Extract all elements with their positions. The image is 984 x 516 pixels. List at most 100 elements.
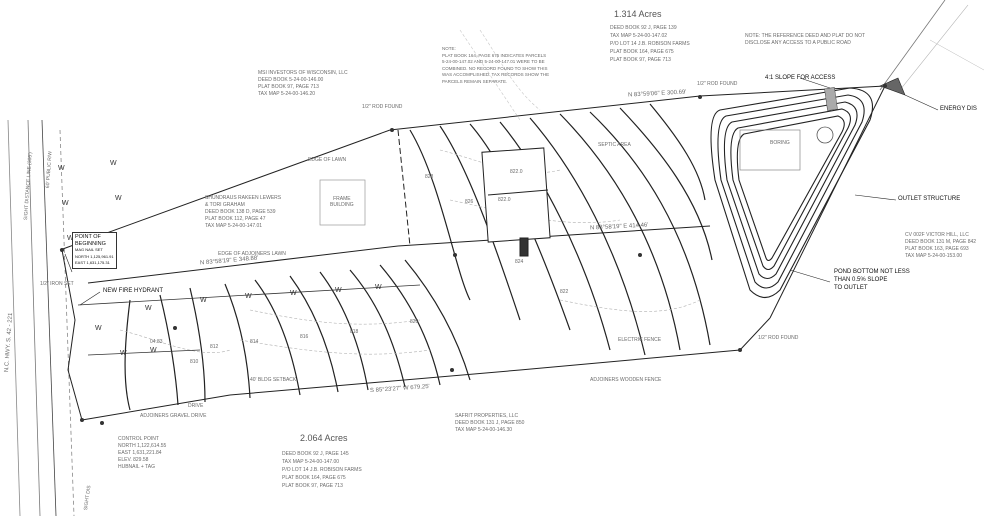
note-line: NOTE: THE REFERENCE DEED AND PLAT DO NOT <box>745 33 866 39</box>
note-line: DISCLOSE ANY ACCESS TO A PUBLIC ROAD <box>745 40 851 46</box>
owner-line: DEED BOOK 131 J, PAGE 850 <box>455 420 525 426</box>
pob-line: EAST 1,631,175.31 <box>75 260 110 265</box>
owner-line: SAFRIT PROPERTIES, LLC <box>455 413 519 419</box>
house-ff-upper: 822.0 <box>510 169 523 175</box>
rod-found-1: 1/2" ROD FOUND <box>362 104 403 110</box>
frame-building-label: FRAME BUILDING <box>330 196 354 208</box>
svg-text:W: W <box>115 195 122 202</box>
proposed-building <box>481 147 551 257</box>
safrit-owner-block: SAFRIT PROPERTIES, LLC DEED BOOK 131 J, … <box>455 413 524 434</box>
water-line <box>77 284 421 356</box>
south-deed-line: PLAT BOOK 164, PAGE 675 <box>282 475 346 481</box>
grade-label: 822 <box>560 289 569 295</box>
septic-area-label: SEPTIC AREA <box>598 142 631 148</box>
svg-text:W: W <box>200 297 207 304</box>
svg-text:W: W <box>67 235 74 242</box>
detention-pond <box>710 87 874 299</box>
north-deed-line: P/O LOT 14 J.B. ROBISON FARMS <box>610 41 690 47</box>
grade-label: 826 <box>465 199 474 205</box>
north-deed-line: PLAT BOOK 97, PAGE 713 <box>610 57 671 63</box>
drive-label: DRIVE <box>188 403 204 409</box>
control-line: HUBNAIL + TAG <box>118 464 156 470</box>
grade-label: 810 <box>190 359 199 365</box>
fire-hydrant-callout: NEW FIRE HYDRANT <box>103 288 163 294</box>
north-deed-block: DEED BOOK 92 J, PAGE 139 TAX MAP 5-24-00… <box>610 24 690 64</box>
house-ff-lower: 822.0 <box>498 197 511 203</box>
point-of-beginning-box: POINT OF BEGINNING MAG NAIL SET NORTH 1,… <box>72 232 117 269</box>
rod-found-se: 1/2" ROD FOUND <box>758 335 799 341</box>
victor-hill-owner-block: CV 002F VICTOR HILL, LLC DEED BOOK 131 M… <box>905 232 976 260</box>
adj-fence-label: ADJOINERS WOODEN FENCE <box>590 377 662 383</box>
south-acreage: 2.064 Acres <box>300 433 348 443</box>
property-boundary <box>59 85 886 421</box>
shunderaus-owner-block: SHUNDRAUS RAKEEN LEWERS & TORI GRAHAM DE… <box>205 195 281 230</box>
adj-gravel-label: ADJOINERS GRAVEL DRIVE <box>140 413 207 419</box>
owner-line: DEED BOOK 5-24-00-146.00 <box>258 77 324 83</box>
survey-points <box>60 84 887 425</box>
boring-label: BORING <box>770 140 790 146</box>
owner-line: TAX MAP 5-24-00-146.30 <box>455 427 513 433</box>
note-line: COMBINED. NO RECORD FOUND TO SHOW THIS <box>442 65 548 71</box>
slope-access-callout: 4:1 SLOPE FOR ACCESS <box>765 75 836 81</box>
svg-text:W: W <box>58 165 65 172</box>
owner-line: TAX MAP 5-24-00-147.01 <box>205 223 263 229</box>
pond-bottom <box>739 129 801 171</box>
note-line: WAS ACCOMPLISHED. TAX RECORDS SHOW THE <box>442 72 550 77</box>
frame-line: FRAME <box>333 196 351 202</box>
rod-found-2: 1/2" ROD FOUND <box>697 81 738 87</box>
energy-dissipator <box>879 77 906 96</box>
south-deed-line: TAX MAP 5-24-00-147.00 <box>282 459 340 465</box>
msi-owner-block: MSI INVESTORS OF WISCONSIN, LLC DEED BOO… <box>258 70 348 98</box>
sight-distance-line <box>879 0 946 91</box>
highway-lines <box>7 119 75 516</box>
grade-label: 824 <box>515 259 524 265</box>
callout-line: POND BOTTOM NOT LESS <box>834 269 910 275</box>
pob-line: POINT OF <box>75 234 101 240</box>
pob-line: NORTH 1,125,961.91 <box>75 253 114 259</box>
owner-line: PLAT BOOK 112, PAGE 47 <box>205 216 266 222</box>
owner-line: & TORI GRAHAM <box>205 202 245 208</box>
grade-label: 816 <box>300 334 309 340</box>
note-line: 5-24-00-147.02 AND 5-24-00-147.01 WERE T… <box>442 59 545 64</box>
svg-text:W: W <box>62 200 69 207</box>
pond-bottom-callout: POND BOTTOM NOT LESS THAN 0.5% SLOPE TO … <box>834 268 910 292</box>
control-line: NORTH 1,122,614.55 <box>118 443 167 449</box>
south-deed-line: P/O LOT 14 J.B. ROBISON FARMS <box>282 467 362 473</box>
owner-line: MSI INVESTORS OF WISCONSIN, LLC <box>258 70 348 76</box>
note-line: PLAT BOOK 164, PAGE 675 INDICATES PARCEL… <box>442 52 547 58</box>
svg-text:W: W <box>245 293 252 300</box>
control-line: EAST 1,631,221.84 <box>118 450 162 456</box>
north-deed-line: PLAT BOOK 164, PAGE 675 <box>610 49 674 55</box>
electric-fence-label: ELECTRIC FENCE <box>618 337 662 343</box>
svg-text:W: W <box>375 284 382 291</box>
control-line: ELEV. 829.58 <box>118 457 149 463</box>
pob-line: MAG NAIL SET <box>75 247 103 252</box>
callout-line: THAN 0.5% SLOPE <box>834 277 888 283</box>
note-line: NOTE: <box>442 46 456 51</box>
existing-contours <box>119 29 701 355</box>
owner-line: TAX MAP 5-24-00-146.20 <box>258 91 316 97</box>
energy-dissipator-callout: ENERGY DIS <box>940 106 977 112</box>
grade-label: 828 <box>425 174 434 180</box>
outlet-structure <box>816 126 834 144</box>
pob-line: BEGINNING <box>75 240 106 247</box>
grade-label: 818 <box>350 329 359 335</box>
south-deed-line: DEED BOOK 92 J, PAGE 145 <box>282 451 349 457</box>
grade-label: 814 <box>250 339 259 345</box>
svg-text:W: W <box>95 325 102 332</box>
note-line: PARCELS REMAIN SEPARATE. <box>442 78 508 84</box>
owner-line: CV 002F VICTOR HILL, LLC <box>905 232 969 238</box>
edge-lawn-label: EDGE OF LAWN <box>308 157 347 163</box>
svg-text:W: W <box>290 290 297 297</box>
elevation-label: 04.83 <box>150 339 163 345</box>
bldg-setback-label: 40' BLDG SETBACK <box>250 377 297 383</box>
control-point-block: CONTROL POINT NORTH 1,122,614.55 EAST 1,… <box>118 436 166 471</box>
owner-line: PLAT BOOK 163, PAGE 693 <box>905 246 969 252</box>
owner-line: DEED BOOK 131 M, PAGE 842 <box>905 239 977 245</box>
leader-lines <box>64 77 939 306</box>
edge-adj-lawn-label: EDGE OF ADJOINERS LAWN <box>218 251 286 257</box>
grade-label: 812 <box>210 344 219 350</box>
combination-note: NOTE: PLAT BOOK 164, PAGE 675 INDICATES … <box>442 46 549 85</box>
